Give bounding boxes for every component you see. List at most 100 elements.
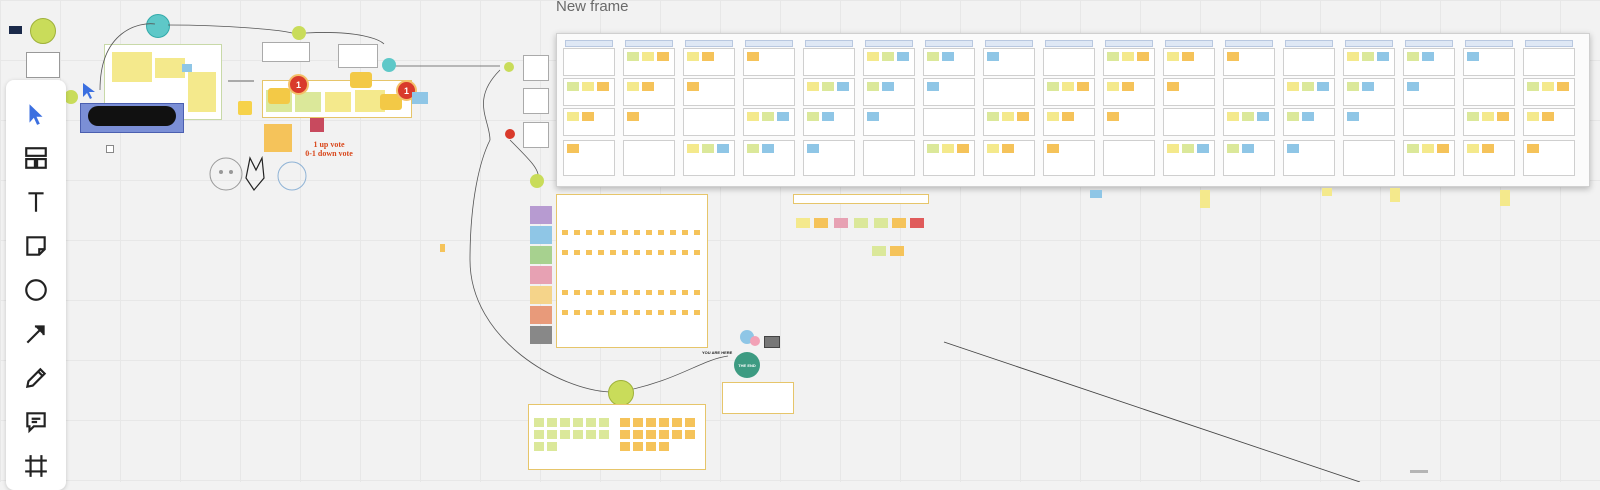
select-tool[interactable] [20, 98, 52, 130]
frame-cell[interactable] [1463, 78, 1515, 106]
sticky-note[interactable] [562, 290, 568, 295]
sticky-note[interactable] [882, 52, 894, 61]
sticky-note[interactable] [1227, 144, 1239, 153]
frame-tool[interactable] [20, 450, 52, 482]
row-label[interactable] [530, 266, 552, 284]
start-node[interactable] [30, 18, 56, 44]
lime-node[interactable] [608, 380, 634, 406]
connection-line-tool[interactable] [20, 318, 52, 350]
frame-column[interactable] [741, 38, 797, 182]
column-header[interactable] [1285, 40, 1333, 47]
sticky-note[interactable] [634, 230, 640, 235]
sticky-note[interactable] [670, 310, 676, 315]
sticky-note[interactable] [694, 250, 700, 255]
sticky-note[interactable] [927, 52, 939, 61]
sticky-note[interactable] [658, 250, 664, 255]
sticky-note[interactable] [1542, 82, 1554, 91]
sticky-note[interactable] [747, 112, 759, 121]
board-thumbnail[interactable] [9, 26, 22, 34]
sticky-note[interactable] [598, 230, 604, 235]
sticky-note[interactable] [717, 144, 729, 153]
instructions-note[interactable] [262, 42, 310, 62]
sticky-note[interactable] [574, 310, 580, 315]
sticky-note[interactable] [622, 230, 628, 235]
sticky-note[interactable] [670, 250, 676, 255]
sticky-note[interactable] [834, 218, 848, 228]
sticky-note[interactable] [687, 144, 699, 153]
sticky-note[interactable] [796, 218, 810, 228]
sticky-note[interactable] [325, 92, 351, 112]
sticky-note[interactable] [672, 430, 682, 439]
column-header[interactable] [865, 40, 913, 47]
sticky-note[interactable] [1407, 144, 1419, 153]
summary-note[interactable] [722, 382, 794, 414]
sticky-note[interactable] [598, 290, 604, 295]
sticky-note[interactable] [634, 310, 640, 315]
sticky-note[interactable] [1497, 112, 1509, 121]
sticky-note[interactable] [573, 430, 583, 439]
frame-column[interactable] [681, 38, 737, 182]
column-header[interactable] [985, 40, 1033, 47]
sticky-note[interactable] [620, 418, 630, 427]
text-tool[interactable] [20, 186, 52, 218]
sticky-note[interactable] [586, 310, 592, 315]
sticky-note[interactable] [872, 246, 886, 256]
image-thumbnail[interactable] [310, 118, 324, 132]
sticky-note[interactable] [646, 310, 652, 315]
sticky-note[interactable] [702, 144, 714, 153]
sticky-note[interactable] [1242, 112, 1254, 121]
column-header[interactable] [685, 40, 733, 47]
retro-board[interactable] [528, 404, 706, 470]
sticky-note[interactable] [658, 230, 664, 235]
sticky-note[interactable] [534, 418, 544, 427]
sticky-note[interactable] [874, 218, 888, 228]
sticky-note[interactable] [567, 82, 579, 91]
sticky-note[interactable] [188, 72, 216, 112]
shape-tool[interactable] [20, 274, 52, 306]
sticky-note[interactable] [1077, 82, 1089, 91]
sticky-note[interactable] [1167, 82, 1179, 91]
sticky-note[interactable] [355, 90, 385, 112]
sticky-note[interactable] [807, 82, 819, 91]
frame-column[interactable] [561, 38, 617, 182]
sticky-note[interactable] [634, 290, 640, 295]
sticky-note[interactable] [927, 82, 939, 91]
sticky-note[interactable] [1122, 82, 1134, 91]
sticky-note[interactable] [1302, 82, 1314, 91]
sticky-note[interactable] [597, 82, 609, 91]
note-card[interactable] [523, 88, 549, 114]
sticky-note[interactable] [610, 310, 616, 315]
sticky-note[interactable] [586, 418, 596, 427]
frame-cell[interactable] [803, 48, 855, 76]
sticky-note[interactable] [957, 144, 969, 153]
sticky-note[interactable] [1527, 112, 1539, 121]
sticky-note[interactable] [586, 250, 592, 255]
sticky-note[interactable] [567, 144, 579, 153]
sticky-note[interactable] [646, 430, 656, 439]
sticky-note[interactable] [620, 430, 630, 439]
sticky-note[interactable] [687, 52, 699, 61]
sticky-note[interactable] [646, 418, 656, 427]
sticky-note[interactable] [155, 58, 185, 78]
sticky-note[interactable] [1090, 190, 1102, 198]
row-label[interactable] [530, 226, 552, 244]
sticky-note[interactable] [658, 310, 664, 315]
frame-column[interactable] [1461, 38, 1517, 182]
sticky-note[interactable] [822, 82, 834, 91]
sticky-note[interactable] [1527, 82, 1539, 91]
vote-badge[interactable]: 1 [288, 74, 309, 95]
sticky-note[interactable] [694, 230, 700, 235]
sticky-note[interactable] [633, 418, 643, 427]
sticky-note[interactable] [670, 230, 676, 235]
sticky-note[interactable] [1347, 82, 1359, 91]
sticky-note[interactable] [807, 144, 819, 153]
sticky-note[interactable] [182, 64, 192, 72]
sticky-note[interactable] [574, 250, 580, 255]
sticky-note[interactable] [682, 310, 688, 315]
sticky-note[interactable] [882, 82, 894, 91]
sticky-note[interactable] [659, 442, 669, 451]
sticky-note[interactable] [1347, 52, 1359, 61]
frame-cell[interactable] [683, 108, 735, 136]
sticky-note[interactable] [682, 230, 688, 235]
frame-cell[interactable] [1103, 140, 1155, 176]
